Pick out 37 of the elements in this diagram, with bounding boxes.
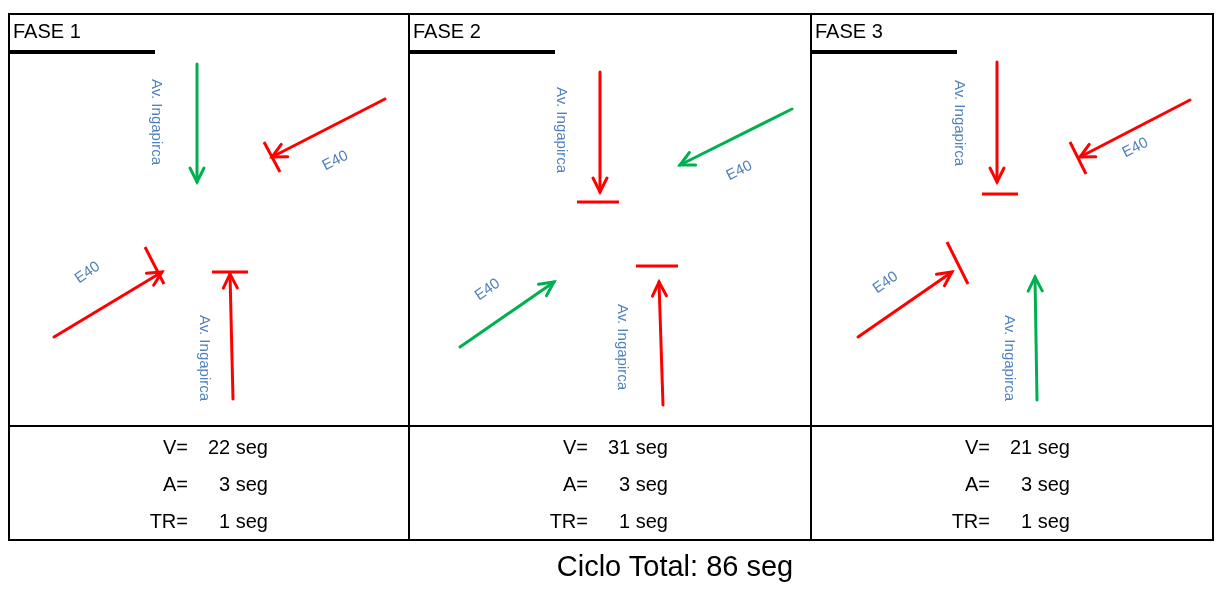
phase-title: FASE 1: [13, 19, 81, 43]
timing-key: V=: [410, 435, 588, 459]
timing-value: 21 seg: [1008, 435, 1070, 459]
timing-key: A=: [410, 472, 588, 496]
timing-value: 1 seg: [218, 509, 268, 533]
timing-value: 22 seg: [206, 435, 268, 459]
street-label: E40: [868, 266, 902, 298]
timing-key: TR=: [10, 509, 188, 533]
phase-title: FASE 3: [815, 19, 883, 43]
timing-key: TR=: [812, 509, 990, 533]
street-label: E40: [319, 145, 351, 175]
timing-key: V=: [812, 435, 990, 459]
phase-panel: [8, 13, 410, 541]
timing-value: 1 seg: [618, 509, 668, 533]
timing-key: V=: [10, 435, 188, 459]
street-label: Av. Ingapirca: [148, 78, 166, 166]
street-label: E40: [470, 273, 504, 305]
phase-panel: [810, 13, 1214, 541]
timing-value: 3 seg: [618, 472, 668, 496]
timing-value: 3 seg: [218, 472, 268, 496]
phase-panel: [408, 13, 812, 541]
timing-value: 31 seg: [606, 435, 668, 459]
timing-key: A=: [10, 472, 188, 496]
timing-key: TR=: [410, 509, 588, 533]
street-label: Av. Ingapirca: [1001, 314, 1019, 402]
street-label: Av. Ingapirca: [614, 303, 632, 391]
street-label: Av. Ingapirca: [553, 86, 571, 174]
street-label: Av. Ingapirca: [951, 79, 969, 167]
timing-value: 3 seg: [1020, 472, 1070, 496]
street-label: E40: [1119, 132, 1151, 162]
street-label: Av. Ingapirca: [196, 314, 214, 402]
phase-title: FASE 2: [413, 19, 481, 43]
timing-key: A=: [812, 472, 990, 496]
caption: Ciclo Total: 86 seg: [555, 549, 795, 583]
timing-value: 1 seg: [1020, 509, 1070, 533]
street-label: E40: [70, 256, 104, 288]
street-label: E40: [723, 155, 755, 185]
